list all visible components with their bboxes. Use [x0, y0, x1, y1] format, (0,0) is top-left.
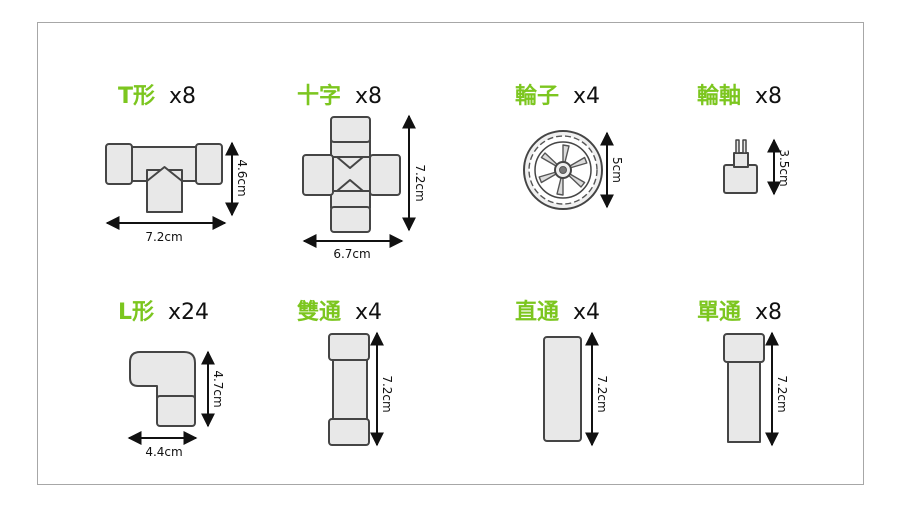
wheel-shape	[523, 130, 603, 210]
dim-label: 7.2cm	[775, 375, 789, 412]
part-title-straight: 直通 x4	[515, 300, 600, 326]
t-piece-shape	[105, 143, 223, 213]
part-quantity: x24	[168, 300, 210, 325]
part-title-double: 雙通 x4	[297, 300, 382, 326]
part-name: 輪軸	[697, 84, 742, 109]
axle-shape	[723, 139, 758, 194]
dim-label: 7.2cm	[595, 375, 609, 412]
part-title-t: T形 x8	[118, 84, 196, 110]
cross-piece-shape	[302, 116, 401, 233]
part-quantity: x8	[355, 84, 383, 109]
dim-label: 3.5cm	[777, 149, 791, 186]
dim-label: 7.2cm	[413, 164, 427, 201]
part-title-axle: 輪軸 x8	[697, 84, 782, 110]
single-tube-shape	[723, 333, 765, 443]
dim-label: 7.2cm	[380, 375, 394, 412]
part-title-single: 單通 x8	[697, 300, 782, 326]
part-name: L形	[118, 300, 155, 325]
dim-label: 7.2cm	[145, 230, 182, 244]
double-tube-shape	[328, 333, 370, 446]
part-name: T形	[118, 84, 156, 109]
diagram-frame	[37, 22, 864, 485]
dim-label: 4.7cm	[211, 370, 225, 407]
part-name: 輪子	[515, 84, 560, 109]
part-name: 十字	[297, 84, 342, 109]
part-quantity: x4	[355, 300, 383, 325]
part-title-l: L形 x24	[118, 300, 209, 326]
dim-label: 5cm	[610, 157, 624, 183]
part-title-wheel: 輪子 x4	[515, 84, 600, 110]
dim-label: 6.7cm	[333, 247, 370, 261]
dim-label: 4.6cm	[235, 159, 249, 196]
part-quantity: x8	[755, 84, 783, 109]
part-quantity: x8	[169, 84, 197, 109]
l-piece-shape	[129, 351, 196, 427]
dim-label: 4.4cm	[145, 445, 182, 459]
part-name: 直通	[515, 300, 560, 325]
part-name: 雙通	[297, 300, 342, 325]
part-quantity: x8	[755, 300, 783, 325]
part-quantity: x4	[573, 84, 601, 109]
part-title-cross: 十字 x8	[297, 84, 382, 110]
part-name: 單通	[697, 300, 742, 325]
part-quantity: x4	[573, 300, 601, 325]
straight-tube-shape	[543, 336, 582, 442]
dimension-arrows	[105, 114, 781, 447]
